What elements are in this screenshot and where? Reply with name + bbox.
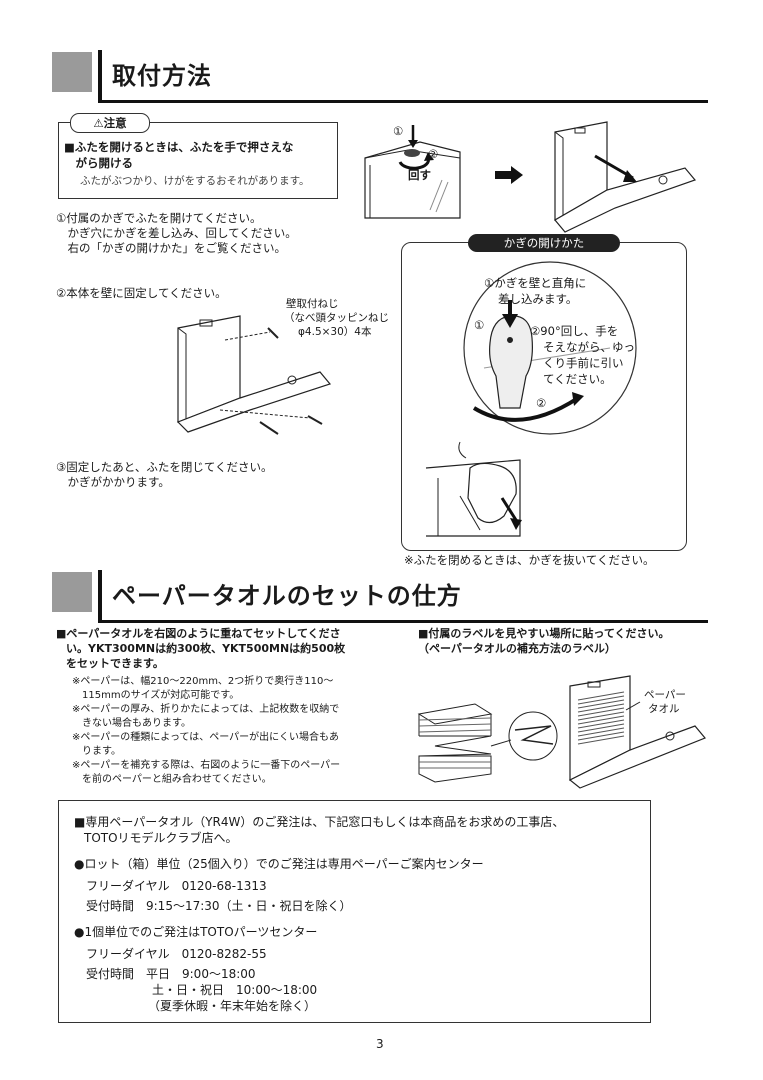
fig-turn-label: 回す bbox=[408, 168, 431, 182]
lid-open-hand-illustration bbox=[425, 441, 522, 537]
wall-mount-illustration bbox=[176, 315, 332, 435]
paper-note-2a: ※ペーパーの厚み、折りかたによっては、上記枚数を収納で bbox=[72, 704, 340, 715]
fig-step-two: ② bbox=[428, 147, 439, 161]
caution-note: ふたがぶつかり、けがをするおそれがあります。 bbox=[80, 175, 310, 187]
paper-note-4a: ※ペーパーを補充する際は、右図のように一番下のペーパー bbox=[72, 760, 341, 771]
paper-dispenser-illustration bbox=[568, 675, 706, 789]
label-instruction-line-2: （ペーパータオルの補充方法のラベル） bbox=[418, 642, 616, 655]
step3-line-1: ③固定したあと、ふたを閉じてください。 bbox=[56, 460, 273, 474]
section-marker bbox=[52, 52, 92, 92]
screw-label-3: φ4.5×30）4本 bbox=[298, 326, 372, 338]
section-divider bbox=[98, 570, 102, 622]
screw-label-1: 壁取付ねじ bbox=[286, 298, 339, 310]
key-num-2: ② bbox=[536, 396, 547, 410]
key-step1-line-1: ①かぎを壁と直角に bbox=[484, 276, 587, 290]
paper-note-3b: ります。 bbox=[72, 746, 121, 757]
paper-note-2b: きない場合もあります。 bbox=[72, 718, 191, 729]
paper-towel-label-2: タオル bbox=[648, 703, 680, 715]
open-dispenser-illustration bbox=[554, 121, 697, 233]
key-insert-illustration bbox=[364, 125, 461, 219]
caution-line-1: ■ふたを開けるときは、ふたを手で押さえな bbox=[64, 140, 294, 154]
label-instruction-line-1: ■付属のラベルを見やすい場所に貼ってください。 bbox=[418, 627, 670, 640]
section-underline bbox=[98, 100, 708, 103]
fig-step-one: ① bbox=[393, 124, 404, 138]
step1-line-1: ①付属のかぎでふたを開けてください。 bbox=[56, 211, 262, 225]
order-unit-freedial: フリーダイヤル 0120-8282-55 bbox=[86, 947, 267, 961]
section-marker bbox=[52, 572, 92, 612]
step1-line-3: 右の「かぎの開けかた」をご覧ください。 bbox=[56, 241, 286, 255]
step1-line-2: かぎ穴にかぎを差し込み、回してください。 bbox=[56, 226, 297, 240]
paper-intro-line-1: ■ペーパータオルを右図のように重ねてセットしてくださ bbox=[56, 627, 341, 640]
order-unit-title: ●1個単位でのご発注はTOTOパーツセンター bbox=[74, 925, 318, 939]
key-detail-circle bbox=[463, 261, 637, 435]
order-unit-hours-1: 受付時間 平日 9:00～18:00 bbox=[86, 967, 256, 981]
screw-label-2: （なべ頭タッピンねじ bbox=[284, 312, 389, 324]
section-title-paper-setting: ペーパータオルのセットの仕方 bbox=[112, 582, 462, 610]
order-unit-hours-3: （夏季休暇・年末年始を除く） bbox=[148, 999, 317, 1013]
order-lot-freedial: フリーダイヤル 0120-68-1313 bbox=[86, 879, 267, 893]
step3-line-2: かぎがかかります。 bbox=[56, 475, 170, 489]
key-opening-tag: かぎの開けかた bbox=[468, 234, 620, 252]
caution-box bbox=[58, 122, 338, 199]
key-step2-line-4: てください。 bbox=[543, 372, 612, 386]
caution-tag: ⚠注意 bbox=[70, 113, 150, 133]
order-lot-hours: 受付時間 9:15～17:30（土・日・祝日を除く） bbox=[86, 899, 352, 913]
paper-note-1a: ※ペーパーは、幅210～220mm、2つ折りで奥行き110～ bbox=[72, 676, 334, 687]
paper-note-1b: 115mmのサイズが対応可能です。 bbox=[72, 690, 240, 701]
order-intro-line-2: TOTOリモデルクラブ店へ。 bbox=[84, 831, 238, 845]
key-num-1: ① bbox=[474, 318, 485, 332]
section-title-installation: 取付方法 bbox=[112, 62, 212, 90]
section-underline bbox=[98, 620, 708, 623]
key-step2-line-2: そえながら、ゆっ bbox=[543, 340, 635, 354]
key-step2-line-1: ②90°回し、手を bbox=[530, 324, 619, 338]
order-intro-line-1: ■専用ペーパータオル（YR4W）のご発注は、下記窓口もしくは本商品をお求めの工事… bbox=[74, 815, 565, 829]
order-unit-hours-2: 土・日・祝日 10:00～18:00 bbox=[152, 983, 318, 997]
section-divider bbox=[98, 50, 102, 102]
paper-note-4b: を前のペーパーと組み合わせてください。 bbox=[72, 774, 272, 785]
step2-text: ②本体を壁に固定してください。 bbox=[56, 286, 227, 300]
paper-stack-illustration bbox=[417, 703, 558, 783]
paper-intro-line-2: い。YKT300MNは約300枚、YKT500MNは約500枚 bbox=[66, 642, 346, 655]
order-lot-title: ●ロット（箱）単位（25個入り）でのご発注は専用ペーパーご案内センター bbox=[74, 857, 484, 871]
key-step1-line-2: 差し込みます。 bbox=[498, 292, 578, 306]
caution-line-2: がら開ける bbox=[64, 156, 133, 170]
page-number: 3 bbox=[376, 1037, 384, 1051]
key-step2-line-3: くり手前に引い bbox=[543, 356, 624, 370]
paper-towel-label-1: ペーパー bbox=[644, 689, 686, 701]
paper-intro-line-3: をセットできます。 bbox=[66, 657, 164, 670]
order-info-box bbox=[58, 800, 651, 1023]
paper-note-3a: ※ペーパーの種類によっては、ペーパーが出にくい場合もあ bbox=[72, 732, 339, 743]
close-note: ※ふたを閉めるときは、かぎを抜いてください。 bbox=[404, 553, 655, 567]
right-arrow-icon bbox=[495, 166, 523, 184]
